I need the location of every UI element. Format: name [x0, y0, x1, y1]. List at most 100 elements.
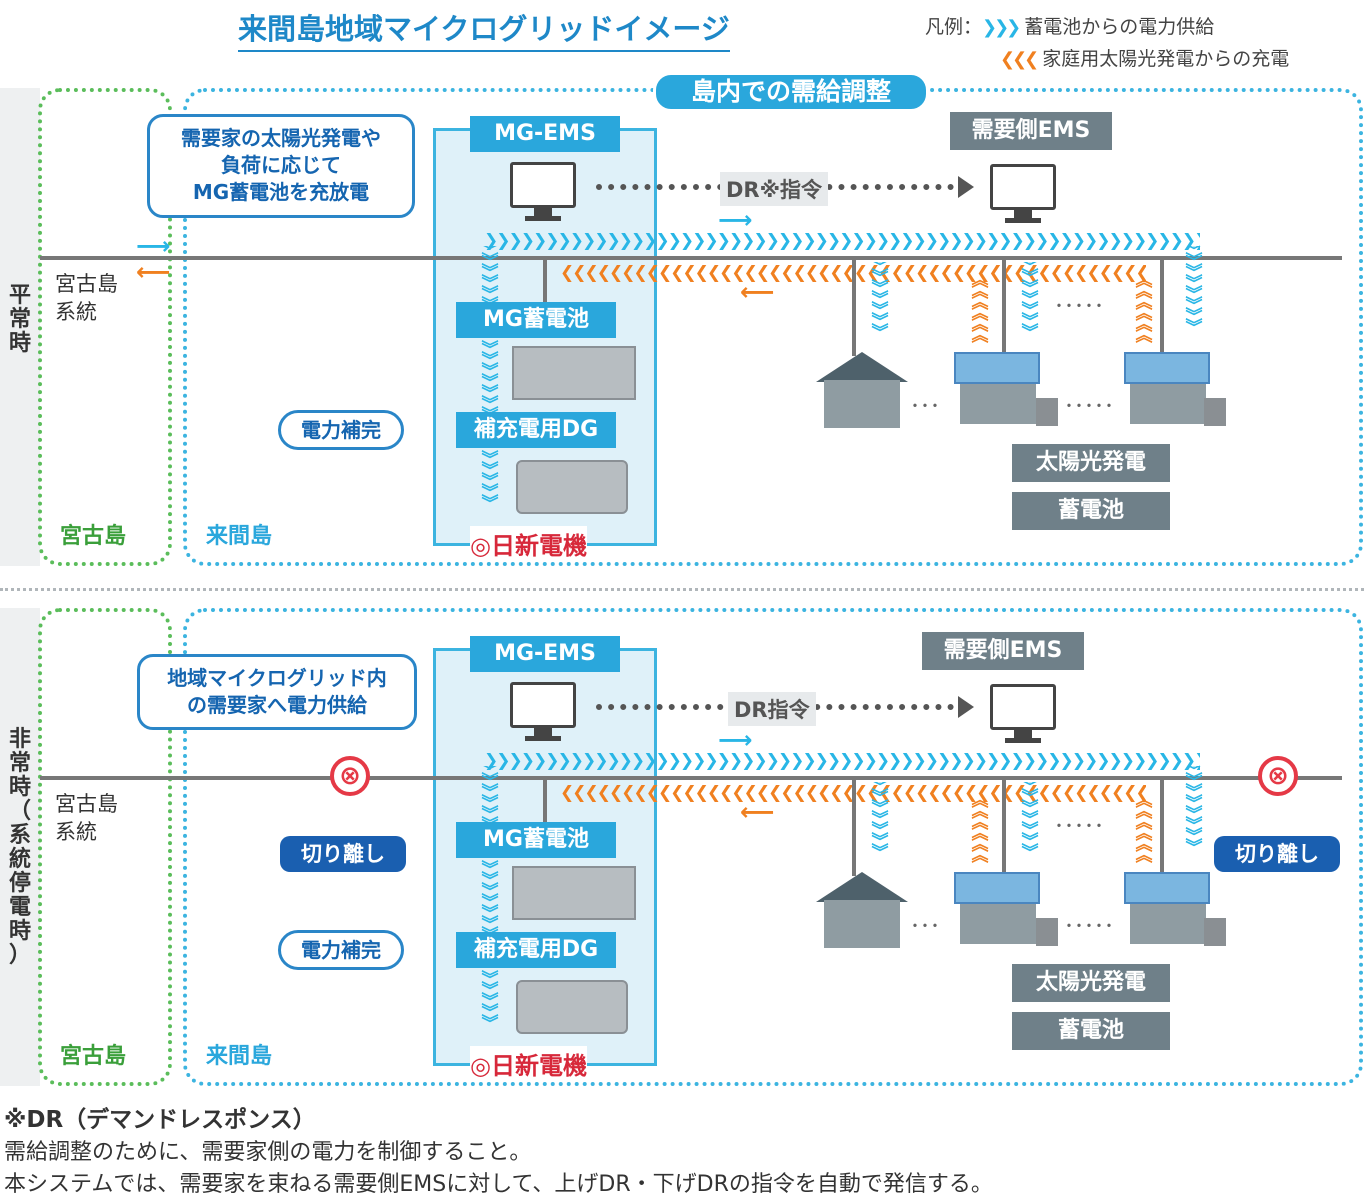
- ellipsis: ･････: [1054, 294, 1104, 318]
- dg-label: 補充電用DG: [456, 932, 616, 968]
- supply-vertical-flow: ︾︾︾︾︾︾︾︾︾︾︾︾︾︾︾︾︾︾︾︾︾︾︾︾: [481, 246, 499, 514]
- house-drop-line: [852, 776, 856, 876]
- note-line-1: 需給調整のために、需要家側の電力を制御すること。: [4, 1140, 532, 1165]
- arrow-left-orange-icon: ⟵: [740, 278, 775, 306]
- monitor-base: [525, 216, 561, 221]
- solar-label: 太陽光発電: [1012, 444, 1170, 482]
- solar-panel-icon: [1124, 352, 1210, 384]
- banner: 島内での需給調整: [653, 72, 929, 112]
- demand-ems-label: 需要側EMS: [922, 632, 1084, 670]
- legend-supply-text: 蓄電池からの電力供給: [1024, 16, 1215, 38]
- ellipsis: ･･･: [910, 914, 940, 938]
- house-drop-line: [1160, 256, 1164, 352]
- miyako-label: 宮古島: [60, 524, 127, 549]
- ellipsis: ･････: [1064, 914, 1114, 938]
- dr-command: DR※指令: [720, 172, 829, 206]
- disconnect-icon: ⊗: [330, 756, 370, 796]
- home-battery-icon: [1204, 918, 1226, 946]
- house-roof-icon: [816, 352, 908, 382]
- arrow-right-blue-icon: ⟶: [136, 232, 171, 260]
- monitor-base: [525, 736, 561, 741]
- grid-line: [40, 776, 1342, 780]
- house-charge-flow: ︽︽︽︽︽︽: [971, 276, 989, 346]
- house-charge-flow: ︽︽︽︽︽︽: [1135, 276, 1153, 346]
- monitor-stand: [534, 208, 552, 218]
- note-line-2: 本システムでは、需要家を束ねる需要側EMSに対して、上げDR・下げDRの指令を自…: [4, 1172, 993, 1197]
- house-charge-flow: ︽︽︽︽︽︽: [1135, 796, 1153, 866]
- legend-charge-text: 家庭用太陽光発電からの充電: [1042, 48, 1290, 70]
- monitor-base: [1005, 218, 1041, 223]
- disconnect-label-left: 切り離し: [280, 836, 406, 872]
- house-roof-icon: [816, 872, 908, 902]
- miyako-boundary: [38, 88, 172, 566]
- dr-command: DR指令: [728, 692, 816, 726]
- house-icon: [960, 384, 1036, 424]
- mg-battery-label: MG蓄電池: [456, 302, 616, 338]
- mg-battery-label: MG蓄電池: [456, 822, 616, 858]
- monitor-stand: [1014, 210, 1032, 220]
- house-drop-line: [852, 256, 856, 356]
- demand-ems-monitor-icon: [990, 164, 1056, 210]
- legend-charge: ❮❮❮ 家庭用太陽光発電からの充電: [1000, 44, 1289, 71]
- house-supply-flow: ︾︾︾︾︾︾︾: [871, 262, 889, 343]
- house-icon: [1130, 904, 1206, 944]
- note-heading: ※DR（デマンドレスポンス）: [4, 1107, 316, 1133]
- nissin-logo: ◎日新電機: [470, 1046, 587, 1081]
- legend-supply: ❯❯❯ 蓄電池からの電力供給: [982, 12, 1214, 39]
- mg-ems-label: MG-EMS: [470, 636, 620, 672]
- arrow-right-blue-icon: ⟶: [718, 726, 753, 754]
- monitor-stand: [1014, 730, 1032, 740]
- house-drop-line: [1002, 776, 1006, 872]
- dg-icon: [516, 460, 628, 514]
- grid-line: [40, 256, 1342, 260]
- monitor-base: [1005, 738, 1041, 743]
- callout-supply: 地域マイクログリッド内 の需要家へ電力供給: [137, 654, 417, 730]
- dr-arrow-icon: [958, 176, 974, 198]
- side-label-normal: 平 常 時: [8, 283, 31, 356]
- battery-link-line: [543, 776, 547, 826]
- solar-panel-icon: [954, 352, 1040, 384]
- miyako-label: 宮古島: [60, 1044, 127, 1069]
- dg-icon: [516, 980, 628, 1034]
- home-battery-label: 蓄電池: [1012, 1012, 1170, 1050]
- ellipsis: ･････: [1054, 814, 1104, 838]
- home-battery-icon: [1036, 398, 1058, 426]
- house-icon: [824, 380, 900, 428]
- mg-battery-icon: [512, 346, 636, 400]
- house-supply-flow: ︾︾︾︾︾︾︾: [871, 782, 889, 863]
- house-icon: [824, 900, 900, 948]
- dr-arrow-icon: [958, 696, 974, 718]
- power-supplement-callout: 電力補完: [278, 410, 404, 450]
- disconnect-icon: ⊗: [1258, 756, 1298, 796]
- arrow-left-orange-icon: ⟵: [740, 798, 775, 826]
- side-bar-emergency: 非 常 時 （ 系 統 停 電 時 ）: [0, 608, 40, 1086]
- legend-label: 凡例：: [925, 16, 983, 38]
- ellipsis: ･･･: [910, 394, 940, 418]
- mg-ems-monitor-icon: [510, 682, 576, 728]
- monitor-stand: [534, 728, 552, 738]
- supply-flow: ❯❯❯❯❯❯❯❯❯❯❯❯❯❯❯❯❯❯❯❯❯❯❯❯❯❯❯❯❯❯❯❯❯❯❯❯❯❯❯❯…: [484, 752, 1200, 770]
- solar-panel-icon: [954, 872, 1040, 904]
- kurima-label: 来間島: [206, 524, 273, 549]
- side-label-emergency: 非 常 時 （ 系 統 停 電 時 ）: [8, 727, 31, 968]
- miyako-boundary: [38, 608, 172, 1086]
- power-supplement-callout: 電力補完: [278, 930, 404, 970]
- solar-panel-icon: [1124, 872, 1210, 904]
- house-icon: [1130, 384, 1206, 424]
- dg-label: 補充電用DG: [456, 412, 616, 448]
- mg-ems-label: MG-EMS: [470, 116, 620, 152]
- home-battery-label: 蓄電池: [1012, 492, 1170, 530]
- solar-label: 太陽光発電: [1012, 964, 1170, 1002]
- mg-battery-icon: [512, 866, 636, 920]
- charge-arrows-icon: ❮❮❮: [1000, 49, 1039, 70]
- callout-charge-discharge: 需要家の太陽光発電や 負荷に応じて MG蓄電池を充放電: [147, 114, 415, 218]
- disconnect-label-right: 切り離し: [1214, 836, 1340, 872]
- ellipsis: ･････: [1064, 394, 1114, 418]
- home-battery-icon: [1036, 918, 1058, 946]
- home-battery-icon: [1204, 398, 1226, 426]
- arrow-right-blue-icon: ⟶: [718, 206, 753, 234]
- house-supply-flow: ︾︾︾︾︾︾︾︾: [1185, 246, 1203, 338]
- kurima-boundary: [183, 608, 1363, 1086]
- supply-arrows-icon: ❯❯❯: [982, 17, 1021, 38]
- side-bar-normal: 平 常 時: [0, 88, 40, 566]
